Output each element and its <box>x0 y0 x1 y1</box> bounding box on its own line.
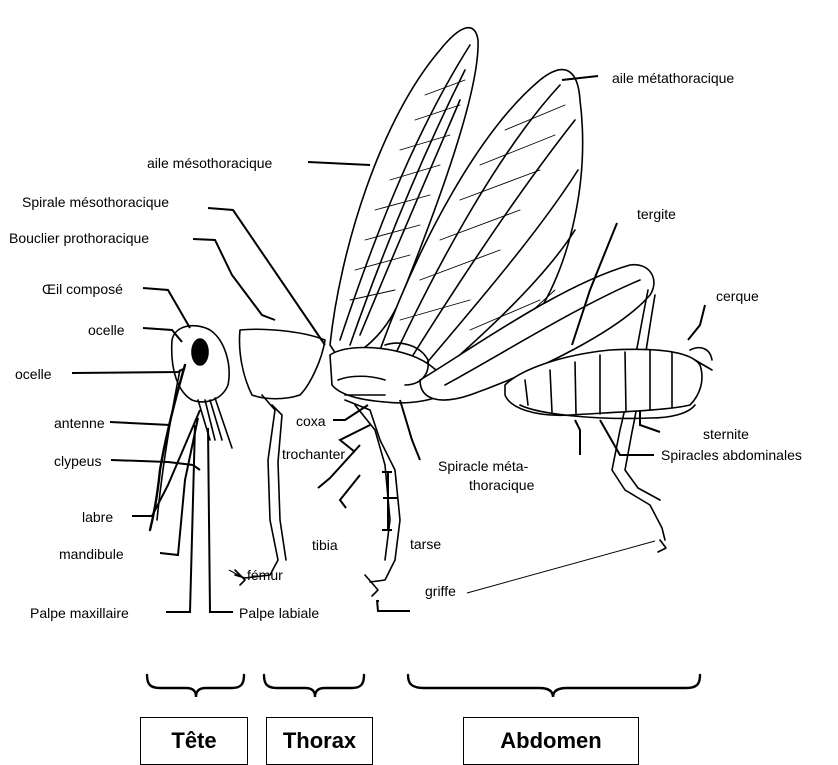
label-spiracles-abdominales: Spiracles abdominales <box>661 447 802 463</box>
label-palpe-labiale: Palpe labiale <box>239 605 319 621</box>
section-thorax: Thorax <box>266 717 373 765</box>
label-tergite: tergite <box>637 206 676 222</box>
label-trochanter: trochanter <box>282 446 345 462</box>
label-femur: fémur <box>247 567 283 583</box>
label-palpe-maxillaire: Palpe maxillaire <box>30 605 129 621</box>
label-oeil-compose: Œil composé <box>42 281 123 297</box>
label-cerque: cerque <box>716 288 759 304</box>
label-griffe: griffe <box>425 583 456 599</box>
label-antenne: antenne <box>54 415 105 431</box>
label-tibia: tibia <box>312 537 338 553</box>
label-coxa: coxa <box>296 413 326 429</box>
label-ocelle-top: ocelle <box>88 322 125 338</box>
label-clypeus: clypeus <box>54 453 101 469</box>
label-aile-metathoracique: aile métathoracique <box>612 70 734 86</box>
label-ocelle-left: ocelle <box>15 366 52 382</box>
section-abdomen: Abdomen <box>463 717 639 765</box>
label-labre: labre <box>82 509 113 525</box>
label-tarse: tarse <box>410 536 441 552</box>
label-sternite: sternite <box>703 426 749 442</box>
label-spiracle-metathoracique-1: Spiracle méta- <box>438 458 528 474</box>
label-aile-mesothoracique: aile mésothoracique <box>147 155 272 171</box>
section-tete: Tête <box>140 717 248 765</box>
label-mandibule: mandibule <box>59 546 124 562</box>
label-spirale-mesothoracique: Spirale mésothoracique <box>22 194 169 210</box>
label-spiracle-metathoracique-2: thoracique <box>469 477 534 493</box>
label-bouclier-prothoracique: Bouclier prothoracique <box>9 230 149 246</box>
